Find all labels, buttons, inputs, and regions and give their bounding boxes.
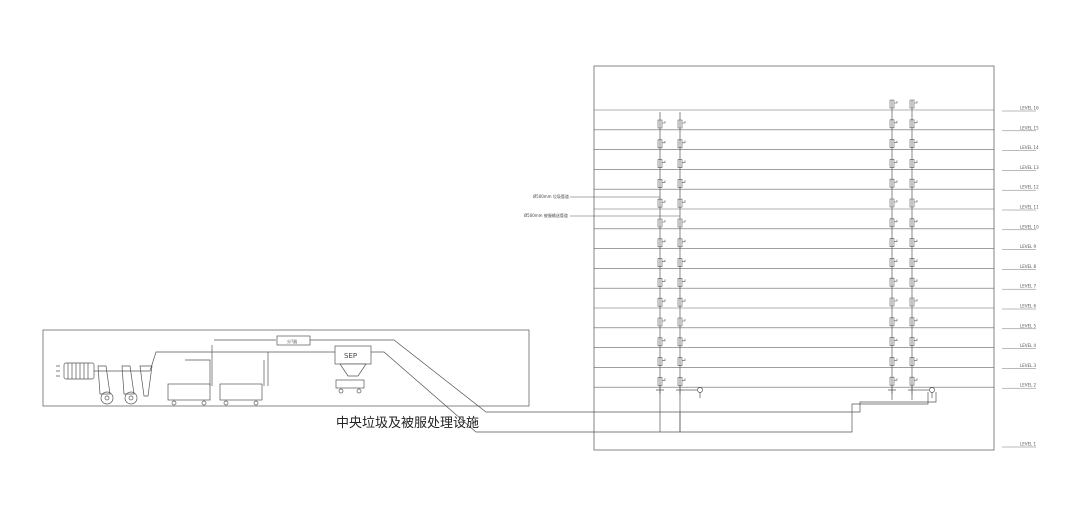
chute-inlet-icon <box>909 238 918 247</box>
chute-inlet-icon <box>889 337 898 346</box>
chute-inlet-icon <box>657 258 666 267</box>
chute-inlet-icon <box>657 278 666 287</box>
chute-inlet-icon <box>677 159 686 168</box>
chute-inlet-icon <box>889 178 898 188</box>
chute-inlet-icon <box>909 297 918 307</box>
level-label: LEVEL 5 <box>1020 323 1037 328</box>
chute-inlet-icon <box>889 277 898 287</box>
chute-inlet-icon <box>657 198 666 208</box>
chute-inlet-icon <box>657 357 666 366</box>
chute-inlet-icon <box>657 159 666 168</box>
fan-icon <box>100 391 114 405</box>
chute-inlet-icon <box>909 198 918 208</box>
risers <box>659 100 913 432</box>
chute-inlet-icon <box>677 297 686 307</box>
chute-inlet-icon <box>889 297 898 307</box>
fan-assembly <box>56 362 153 405</box>
chute-inlet-icon <box>909 218 918 228</box>
chute-inlet-icon <box>657 337 666 347</box>
level-label: LEVEL 6 <box>1020 304 1037 309</box>
chute-inlet-icon <box>657 377 666 386</box>
chute-inlet-icon <box>677 139 686 149</box>
fan-icon <box>124 391 138 405</box>
chute-inlet-icon <box>657 238 666 248</box>
compactors <box>167 383 263 406</box>
chute-inlet-icon <box>909 99 918 109</box>
chute-inlet-icon <box>909 178 918 188</box>
chute-inlet-icon <box>909 357 918 366</box>
controller-box <box>276 335 311 346</box>
chute-inlet-icon <box>889 357 898 366</box>
chute-inlet-icon <box>889 317 898 327</box>
chute-inlet-icon <box>889 198 898 208</box>
level-label: LEVEL 8 <box>1020 264 1037 269</box>
chute-inlet-icon <box>909 317 918 327</box>
separator-label: SEP <box>344 352 357 360</box>
chute-inlet-icon <box>657 218 666 228</box>
chute-inlet-icon <box>909 119 918 129</box>
level-label: LEVEL 15 <box>1020 125 1039 130</box>
chute-inlet-icon <box>657 179 666 188</box>
level-label: LEVEL 16 <box>1020 106 1039 111</box>
level-label: LEVEL 13 <box>1020 165 1039 170</box>
chute-inlet-icon <box>677 357 686 366</box>
chute-inlet-icon <box>889 258 898 267</box>
chute-inlet-icon <box>889 218 898 228</box>
facility-caption: 中央垃圾及被服处理设施 <box>336 416 479 431</box>
chute-inlet-icon <box>677 278 686 287</box>
facility-room <box>42 329 530 407</box>
chute-inlet-icon <box>677 179 686 188</box>
separator <box>334 345 372 394</box>
chute-inlet-icon <box>889 159 898 168</box>
compactor-1 <box>167 383 211 401</box>
level-label: LEVEL 1 <box>1020 442 1037 447</box>
chute-inlet-icon <box>889 99 898 109</box>
chute-inlet-icon <box>909 376 918 386</box>
level-label: LEVEL 2 <box>1020 383 1037 388</box>
chute-inlet-icon <box>657 297 666 307</box>
chute-inlet-icon <box>909 139 918 148</box>
controller-label: 分?器 <box>287 338 297 344</box>
bottom-valves <box>656 386 935 398</box>
level-label: LEVEL 9 <box>1020 244 1037 249</box>
facility-piping <box>149 339 937 433</box>
chute-inlet-icon <box>677 218 686 228</box>
chute-inlet-icon <box>677 119 686 129</box>
chute-inlets <box>657 99 918 386</box>
chute-inlet-icon <box>909 277 918 287</box>
chute-inlet-icon <box>677 317 686 327</box>
chute-inlet-icon <box>677 377 686 386</box>
level-labels: LEVEL 16 LEVEL 15 LEVEL 14 LEVEL 13 LEVEL 12… <box>1002 106 1039 448</box>
chute-inlet-icon <box>677 258 686 267</box>
level-label: LEVEL 12 <box>1020 185 1039 190</box>
chute-inlet-icon <box>677 198 686 208</box>
chute-inlet-icon <box>889 139 898 148</box>
annotation-1: Ø500mm 垃圾管道 <box>533 193 569 199</box>
chute-inlet-icon <box>909 337 918 346</box>
level-label: LEVEL 4 <box>1020 343 1037 348</box>
chute-inlet-icon <box>677 238 686 248</box>
annotation-2: Ø500mm 被服输送管道 <box>524 212 568 218</box>
level-label: LEVEL 14 <box>1020 145 1039 150</box>
level-label: LEVEL 11 <box>1020 205 1039 210</box>
chute-inlet-icon <box>657 119 666 129</box>
annotations: Ø500mm 垃圾管道 Ø500mm 被服输送管道 <box>524 193 680 218</box>
level-label: LEVEL 3 <box>1020 363 1037 368</box>
chute-inlet-icon <box>889 119 898 129</box>
building-outline <box>593 65 995 451</box>
chute-inlet-icon <box>677 337 686 347</box>
level-label: LEVEL 10 <box>1020 224 1039 229</box>
chute-inlet-icon <box>889 238 898 247</box>
compactor-2 <box>219 383 263 401</box>
floor-lines <box>594 109 994 388</box>
chute-inlet-icon <box>909 258 918 267</box>
chute-inlet-icon <box>657 139 666 149</box>
chute-inlet-icon <box>889 376 898 386</box>
level-label: LEVEL 7 <box>1020 284 1037 289</box>
chute-inlet-icon <box>909 159 918 168</box>
chute-inlet-icon <box>657 317 666 327</box>
